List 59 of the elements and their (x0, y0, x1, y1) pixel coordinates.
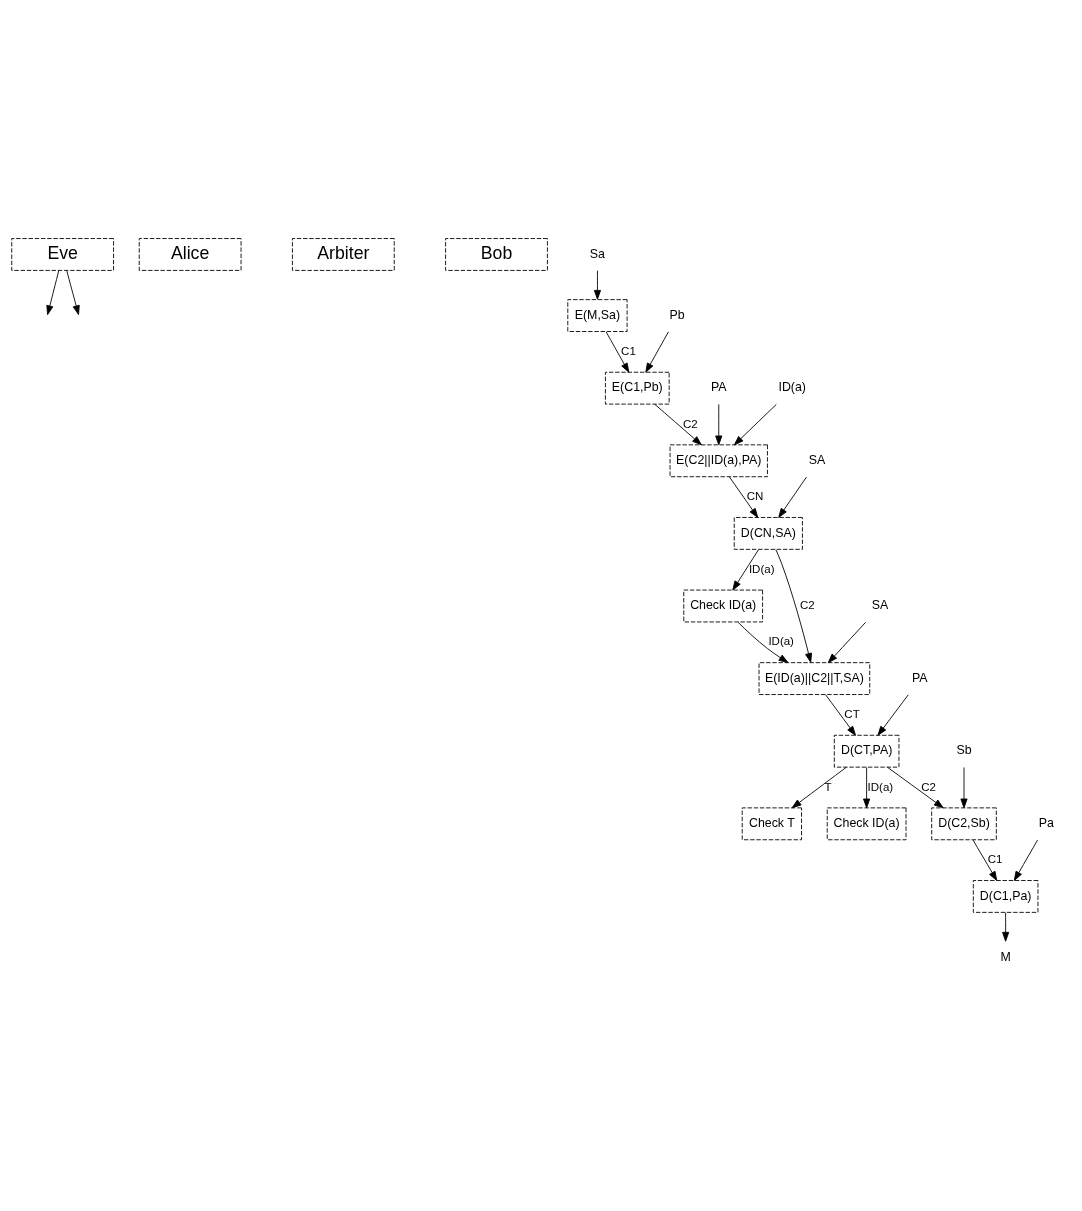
node-box: D(CT,PA) (833, 734, 900, 768)
arrow (1002, 911, 1010, 942)
arrow (887, 766, 944, 808)
arrow (778, 476, 807, 518)
arrow (825, 693, 856, 736)
arrow (46, 269, 60, 315)
node-text: Pb (669, 307, 685, 322)
edge-label: C2 (799, 598, 815, 611)
node-box: Arbiter (291, 237, 395, 271)
edge-label: C2 (921, 780, 936, 793)
arrow (729, 476, 759, 518)
arrow (733, 403, 777, 445)
edge-label: CN (746, 489, 764, 502)
arrow (863, 766, 871, 808)
arrow (732, 548, 759, 590)
arrow (877, 693, 909, 736)
arrow (605, 330, 630, 373)
arrow (972, 839, 998, 881)
arrow (1013, 839, 1038, 881)
node-box: Alice (138, 237, 242, 271)
node-box: D(C1,Pa) (972, 879, 1039, 913)
node-text: PA (710, 379, 727, 394)
edge-label: CT (844, 707, 860, 720)
node-box: Check ID(a) (683, 589, 764, 622)
node-text: Sa (589, 246, 606, 261)
edge-label: C2 (683, 416, 698, 429)
node-text: Sb (956, 742, 972, 757)
arrow (775, 548, 813, 663)
arrow (737, 621, 789, 663)
node-text: SA (871, 597, 889, 612)
node-box: Bob (445, 237, 548, 271)
arrow (960, 766, 968, 808)
node-box: D(CN,SA) (733, 516, 803, 550)
arrow (791, 766, 847, 808)
arrow (645, 330, 669, 373)
node-box: Check ID(a) (826, 806, 907, 840)
arrow (715, 403, 723, 445)
node-box: E(ID(a)||C2||T,SA) (758, 661, 871, 695)
edge-label: C1 (621, 344, 636, 357)
edge-label: ID(a) (748, 562, 775, 575)
edge-label: T (824, 780, 832, 793)
node-box: Eve (11, 237, 114, 271)
node-box: E(C2||ID(a),PA) (669, 443, 768, 477)
node-box: E(C1,Pb) (604, 371, 670, 405)
arrow (593, 269, 601, 300)
node-text: M (1000, 949, 1011, 964)
node-text: Pa (1038, 815, 1054, 830)
node-text: ID(a) (778, 379, 806, 394)
arrow (66, 269, 80, 315)
node-box: E(M,Sa) (567, 298, 628, 332)
arrow (827, 621, 867, 663)
node-text: SA (808, 452, 826, 467)
node-box: D(C2,Sb) (931, 806, 997, 840)
arrow (654, 403, 702, 445)
edge-label: ID(a) (867, 780, 894, 793)
node-text: PA (911, 670, 928, 685)
edge-label: ID(a) (768, 634, 794, 647)
edge-label: C1 (987, 852, 1003, 865)
node-box: Check T (741, 806, 802, 840)
